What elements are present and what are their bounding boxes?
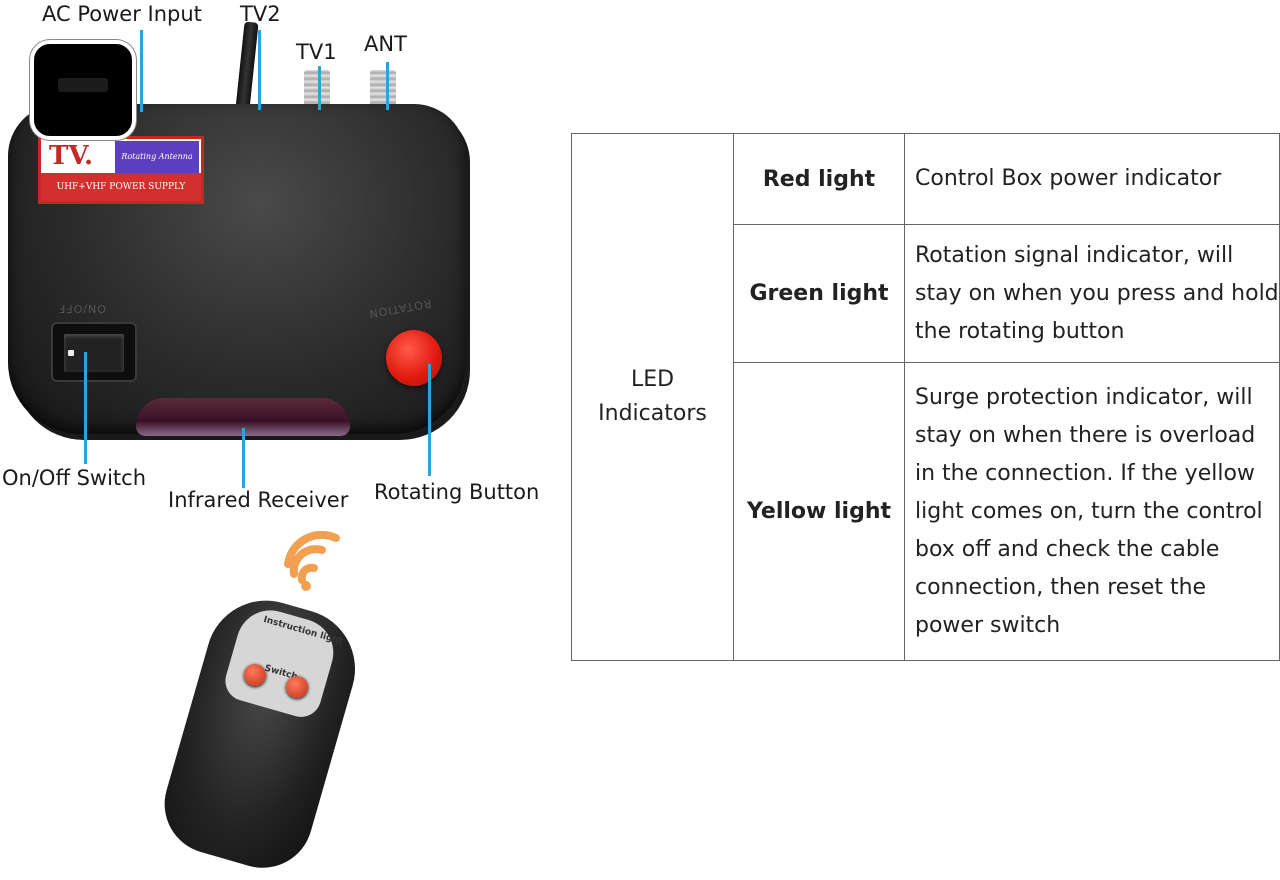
brand-sticker: TV. Rotating Antenna UHF+VHF POWER SUPPL… — [38, 136, 204, 204]
row-green-light-description: Rotation signal indicator, will stay on … — [915, 242, 1279, 344]
leader-tv2 — [258, 30, 261, 110]
signal-waves-icon — [284, 530, 340, 591]
led-indicator-table: LED Indicators Red light Control Box pow… — [571, 133, 1280, 661]
label-ac-power: AC Power Input — [42, 2, 202, 26]
leader-ant — [386, 62, 389, 110]
leader-on-off — [84, 352, 87, 464]
leader-rotating — [428, 364, 431, 476]
row-green-light-name: Green light — [749, 281, 889, 306]
leader-tv1 — [318, 66, 321, 110]
switch-indicator-dot — [68, 350, 74, 356]
label-rotating: Rotating Button — [374, 480, 540, 504]
switch-rocker — [64, 334, 124, 372]
rotating-button — [386, 330, 442, 386]
row-red-light-name: Red light — [762, 166, 876, 192]
remote-button-right — [286, 676, 308, 698]
ac-power-socket — [58, 78, 108, 92]
led-indicators-group-label: LED Indicators — [598, 367, 707, 426]
sticker-brand: TV. — [49, 141, 94, 171]
label-infrared: Infrared Receiver — [168, 488, 349, 512]
tv2-cable — [235, 21, 259, 111]
switch-label: ON/OFF — [58, 302, 106, 315]
leader-ac-power — [140, 30, 143, 112]
row-red-light-description: Control Box power indicator — [915, 166, 1222, 191]
label-tv1: TV1 — [296, 40, 337, 64]
ac-power-inset — [30, 40, 136, 140]
leader-infrared — [242, 428, 245, 488]
sticker-subtitle: Rotating Antenna — [115, 141, 199, 173]
ant-connector — [370, 70, 396, 110]
row-yellow-light-name: Yellow light — [746, 499, 892, 524]
label-ant: ANT — [364, 32, 407, 56]
remote-button-left — [244, 664, 266, 686]
row-yellow-light-description: Surge protection indicator, will stay on… — [915, 384, 1263, 638]
tv1-connector — [304, 70, 330, 110]
label-on-off: On/Off Switch — [2, 466, 147, 490]
label-tv2: TV2 — [240, 2, 281, 26]
sticker-supply: UHF+VHF POWER SUPPLY — [41, 173, 201, 201]
